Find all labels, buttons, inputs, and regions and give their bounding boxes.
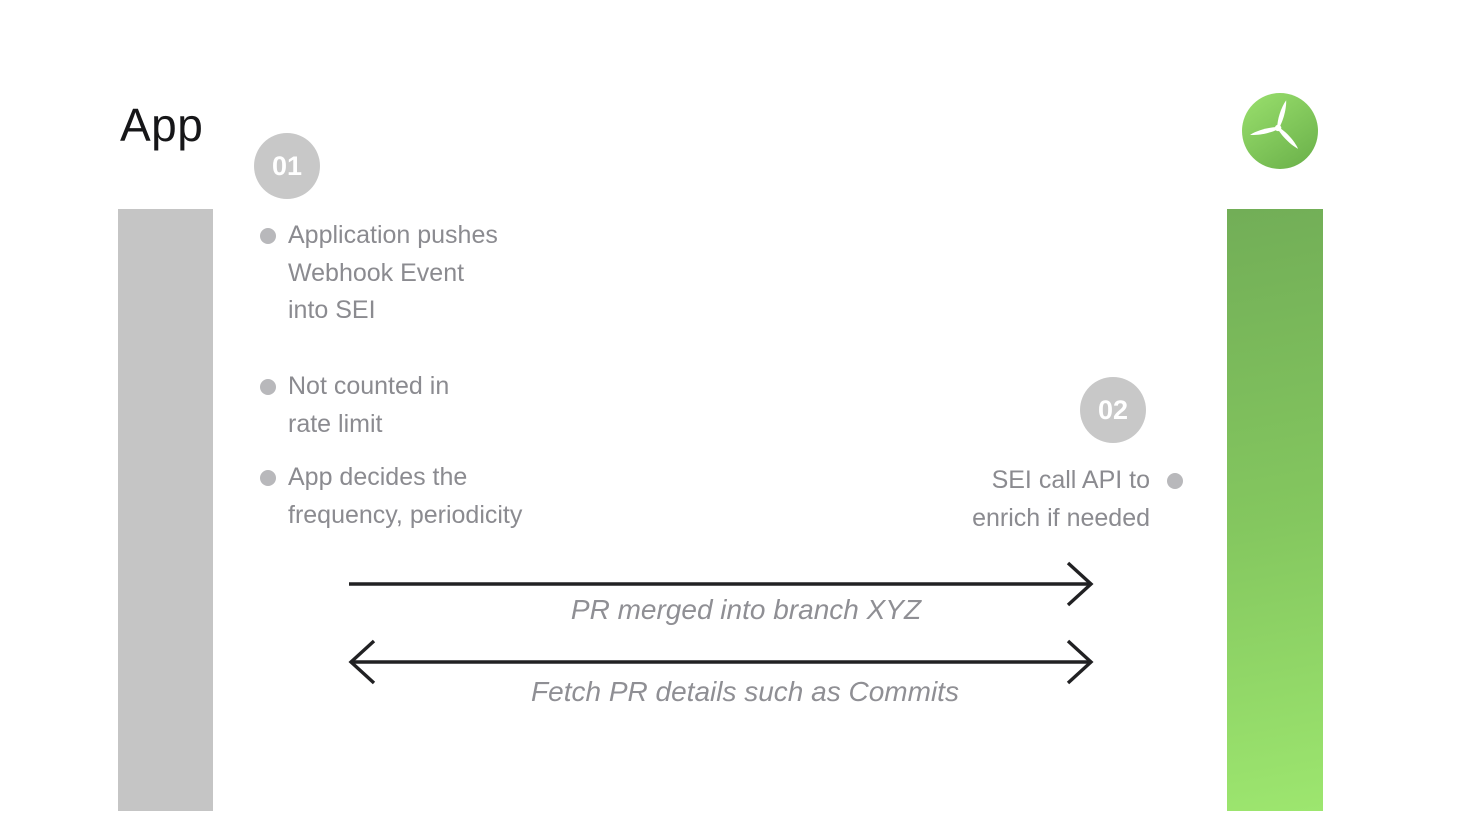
bullet-text: App decides the frequency, periodicity bbox=[288, 463, 523, 529]
bullet-text: Not counted in rate limit bbox=[288, 372, 450, 438]
step-number: 02 bbox=[1097, 394, 1129, 425]
arrow-label: Fetch PR details such as Commits bbox=[531, 676, 959, 707]
wind-turbine-logo-icon bbox=[1242, 93, 1318, 169]
step-badge-01: 01 bbox=[254, 133, 320, 199]
list-item: Application pushes Webhook Event into SE… bbox=[260, 217, 498, 330]
bullet-text: SEI call API to enrich if needed bbox=[972, 466, 1150, 532]
sei-lane-bar bbox=[1227, 209, 1323, 811]
bullet-dot-icon bbox=[260, 228, 276, 244]
arrow-bidirectional-icon bbox=[348, 639, 1094, 685]
step-number: 01 bbox=[271, 150, 303, 181]
step-badge-02: 02 bbox=[1080, 377, 1146, 443]
app-lane-bar bbox=[118, 209, 213, 811]
page-title: App bbox=[120, 99, 204, 151]
list-item: App decides the frequency, periodicity bbox=[260, 459, 522, 534]
bullet-dot-icon bbox=[1167, 473, 1183, 489]
list-item: SEI call API to enrich if needed bbox=[972, 462, 1150, 537]
bullet-dot-icon bbox=[260, 379, 276, 395]
bullet-text: Application pushes Webhook Event into SE… bbox=[288, 221, 498, 324]
list-item: Not counted in rate limit bbox=[260, 368, 449, 443]
bullet-dot-icon bbox=[260, 470, 276, 486]
arrow-right-icon bbox=[349, 561, 1094, 607]
arrow-label: PR merged into branch XYZ bbox=[570, 594, 922, 625]
